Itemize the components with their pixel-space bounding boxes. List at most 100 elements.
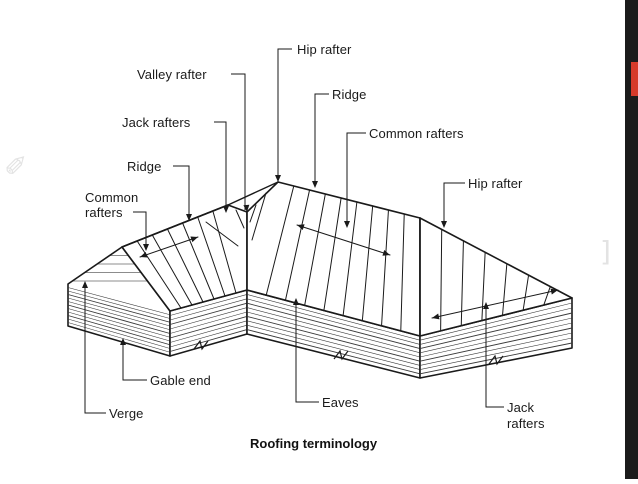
left-wing-ridge-line <box>121 204 229 248</box>
wall-siding-line <box>246 311 421 358</box>
leader-eaves <box>295 302 319 403</box>
wall-siding-line <box>169 329 248 352</box>
label-verge: Verge <box>109 406 144 421</box>
wall-siding-line <box>419 307 573 345</box>
leader-hip-rafter-top <box>277 48 292 180</box>
slide-sidebar-bar <box>625 0 638 479</box>
slide-sidebar-accent <box>631 62 638 96</box>
wall-siding-line <box>419 302 573 341</box>
hip-end-jack-rafter <box>543 286 551 306</box>
wall-siding-line <box>246 302 421 350</box>
wall-siding-line <box>169 298 248 321</box>
left-wing-span-arrow-line <box>139 236 199 258</box>
main-roof-jack-rafter <box>249 204 257 223</box>
label-eaves: Eaves <box>322 395 359 410</box>
main-front-wall-siding <box>246 294 421 375</box>
wall-siding-line <box>419 317 573 354</box>
wall-siding-line <box>169 294 248 316</box>
main-roof-span-arrow-line <box>296 224 391 256</box>
main-roof-common-rafter <box>400 213 405 332</box>
leader-verge <box>84 285 106 414</box>
leader-arrow-jack-rafters-bottom <box>483 302 489 309</box>
leader-ridge-left <box>173 165 190 218</box>
label-jack-rafters-top: Jack rafters <box>122 115 191 130</box>
watermark-right-bracket: ] <box>600 235 611 268</box>
leader-arrow-ridge-top <box>312 181 318 188</box>
wall-siding-line <box>246 298 421 345</box>
left-wing-common-rafter <box>151 234 193 306</box>
hip-end-jack-rafter <box>522 274 530 311</box>
wall-siding-line <box>246 320 421 366</box>
main-roof-common-rafter <box>265 185 295 296</box>
wall-siding-line <box>169 324 248 348</box>
hip-end-jack-rafter <box>440 228 443 332</box>
main-roof-common-rafter <box>284 189 311 301</box>
wall-siding-line <box>419 322 573 358</box>
left-wing-common-rafter <box>212 210 237 294</box>
leader-arrow-eaves <box>293 298 299 305</box>
main-roof-jack-rafter <box>251 192 267 241</box>
label-ridge-left: Ridge <box>127 159 162 174</box>
wall-break-mark <box>333 349 349 361</box>
left-wing-common-rafter <box>182 222 215 300</box>
label-valley-rafter: Valley rafter <box>137 67 207 82</box>
wall-siding-line <box>169 302 248 325</box>
leader-arrow-gable-end <box>120 338 126 345</box>
leader-common-rafters-right <box>346 132 366 225</box>
leader-arrow-common-rafters-right <box>344 221 350 228</box>
main-roof-span-arrow-head <box>382 249 390 256</box>
leader-jack-rafters-top <box>214 121 227 210</box>
main-roof-common-rafter <box>304 193 326 306</box>
main-roof-common-rafter <box>361 205 374 322</box>
leader-arrow-common-rafters-left <box>143 244 149 251</box>
leader-arrow-jack-rafters-top <box>223 206 229 213</box>
leader-arrow-hip-rafter-right <box>441 221 447 228</box>
label-ridge-top: Ridge <box>332 87 367 102</box>
wall-break-mark <box>488 354 504 366</box>
main-roof-common-rafter <box>342 201 358 317</box>
wall-siding-line <box>246 329 421 375</box>
main-roof-common-rafter <box>323 197 342 311</box>
wall-siding-line <box>246 315 421 362</box>
label-jack-rafters-bottom-line1: Jack <box>507 400 535 415</box>
wall-siding-line <box>246 324 421 370</box>
left-wing-jack-rafter <box>235 209 245 229</box>
label-hip-rafter-right: Hip rafter <box>468 176 523 191</box>
wall-siding-line <box>419 337 573 370</box>
watermark-left-glyph: ✐ <box>4 150 28 183</box>
left-wing-span-arrow-head <box>190 236 198 243</box>
left-wing-jack-rafter <box>205 221 239 247</box>
leader-common-rafters-left <box>133 211 147 248</box>
label-gable-end: Gable end <box>150 373 211 388</box>
leader-ridge-top <box>314 93 329 185</box>
left-wing-wall-siding <box>169 294 248 352</box>
left-wing-common-rafter <box>166 228 204 303</box>
wall-siding-line <box>169 315 248 339</box>
wall-break-mark <box>193 339 209 351</box>
label-common-rafters-left-line1: Common <box>85 190 139 205</box>
wall-siding-line <box>419 312 573 350</box>
label-jack-rafters-bottom-line2: rafters <box>507 416 545 431</box>
left-wing-common-rafter <box>136 240 182 309</box>
main-ridge-back-edge <box>227 181 279 206</box>
hip-end-span-arrow-line <box>431 289 559 319</box>
label-hip-rafter-top: Hip rafter <box>297 42 352 57</box>
label-common-rafters-left-line2: rafters <box>85 205 123 220</box>
wall-siding-line <box>169 311 248 334</box>
leader-hip-rafter-right <box>443 182 465 224</box>
hip-end-jack-rafter <box>502 263 508 316</box>
main-roof-span-arrow-head <box>297 224 305 231</box>
wall-siding-line <box>169 307 248 330</box>
hip-end-span-arrow-head <box>432 313 440 320</box>
leader-valley-rafter <box>231 73 246 210</box>
hip-end-jack-rafter <box>481 251 486 322</box>
leader-gable-end <box>122 342 147 381</box>
main-roof-common-rafter <box>381 209 389 327</box>
left-wing-span-arrow-head <box>140 251 148 258</box>
leader-arrow-valley-rafter <box>243 204 250 212</box>
left-wing-common-rafter <box>197 216 226 297</box>
leader-arrow-verge <box>82 281 88 288</box>
leader-arrow-ridge-left <box>186 214 192 221</box>
